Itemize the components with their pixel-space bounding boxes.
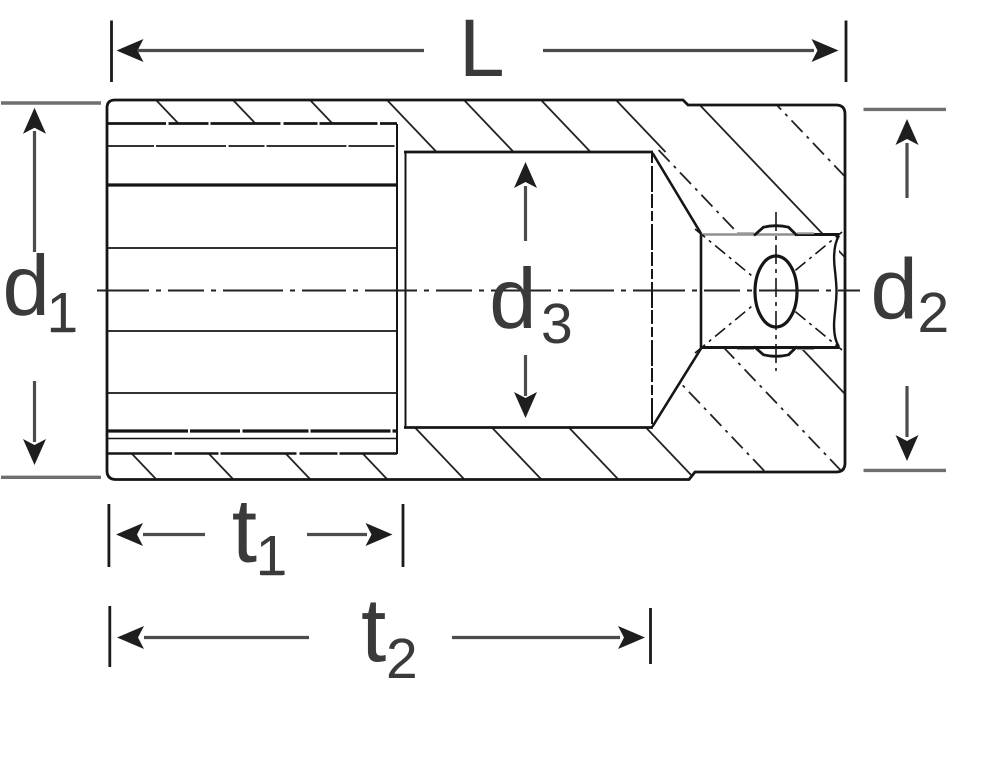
svg-text:1: 1 <box>256 524 288 588</box>
svg-text:t: t <box>361 581 386 682</box>
svg-text:2: 2 <box>386 627 418 691</box>
svg-text:t: t <box>232 481 257 582</box>
svg-text:2: 2 <box>918 281 950 345</box>
svg-text:d: d <box>3 239 50 334</box>
svg-text:1: 1 <box>47 281 79 345</box>
svg-text:d: d <box>489 252 536 347</box>
svg-text:3: 3 <box>541 292 573 356</box>
svg-text:L: L <box>459 3 505 94</box>
svg-text:d: d <box>871 243 918 338</box>
